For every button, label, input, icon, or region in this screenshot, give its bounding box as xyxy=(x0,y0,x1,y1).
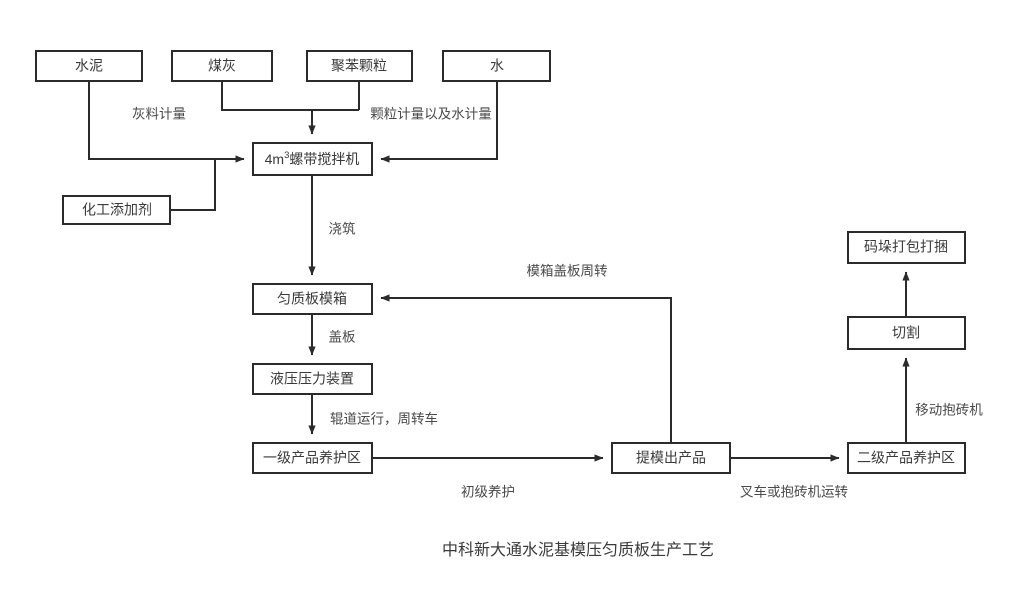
node-label-hydraulic: 液压压力装置 xyxy=(270,371,354,387)
edge-demold-to-curing2: 叉车或抱砖机运转 xyxy=(730,454,848,500)
edge-label-curing2-to-cutting: 移动抱砖机 xyxy=(915,403,983,418)
node-label-water: 水 xyxy=(490,58,504,74)
node-mold-box[interactable]: 匀质板模箱 xyxy=(252,283,373,315)
node-label-curing-2: 二级产品养护区 xyxy=(857,450,955,466)
node-cement[interactable]: 水泥 xyxy=(35,50,143,82)
node-label-demold: 提模出产品 xyxy=(636,450,706,466)
edge-label-curing1-to-demold: 初级养护 xyxy=(461,484,515,500)
edge-water-to-mixer: 颗粒计量以及水计量 xyxy=(370,81,498,163)
node-demold[interactable]: 提模出产品 xyxy=(611,442,731,474)
diagram-caption: 中科新大通水泥基模压匀质板生产工艺 xyxy=(442,541,714,559)
edge-hydraulic-to-curing1: 辊道运行，周转车 xyxy=(308,394,438,435)
node-label-curing-1: 一级产品养护区 xyxy=(263,450,361,466)
edge-label-hydraulic-to-curing1: 辊道运行，周转车 xyxy=(330,411,438,427)
edge-curing2-to-cutting: 移动抱砖机 xyxy=(902,357,983,443)
node-fly-ash[interactable]: 煤灰 xyxy=(171,50,273,82)
node-label-fly-ash: 煤灰 xyxy=(208,58,236,74)
node-label-cement: 水泥 xyxy=(75,58,103,74)
edge-cement-to-mixer: 灰料计量 xyxy=(88,81,245,163)
node-mixer[interactable]: 4m3螺带搅拌机 xyxy=(252,142,373,176)
node-label-stack-pack: 码垛打包打捆 xyxy=(864,239,948,255)
edge-label-moldbox-to-hydraulic: 盖板 xyxy=(329,330,356,345)
edge-moldbox-to-hydraulic: 盖板 xyxy=(308,314,356,356)
node-label-mixer: 4m3螺带搅拌机 xyxy=(265,150,360,167)
edge-label-cement-to-mixer: 灰料计量 xyxy=(132,107,186,122)
edge-mixer-to-moldbox: 浇筑 xyxy=(308,175,356,276)
node-label-cutting: 切割 xyxy=(892,325,920,341)
node-cutting[interactable]: 切割 xyxy=(847,316,966,350)
node-curing-2[interactable]: 二级产品养护区 xyxy=(847,442,966,474)
node-label-mixer-tail: 螺带搅拌机 xyxy=(289,151,359,167)
edge-additive-to-mixer xyxy=(170,159,216,211)
node-label-mixer-main: 4m xyxy=(265,151,284,167)
node-water[interactable]: 水 xyxy=(442,50,551,82)
node-curing-1[interactable]: 一级产品养护区 xyxy=(252,442,373,474)
node-label-mold-box: 匀质板模箱 xyxy=(277,291,347,307)
node-label-eps-granule: 聚苯颗粒 xyxy=(331,58,387,74)
edge-label-demold-to-moldbox: 模箱盖板周转 xyxy=(527,264,608,279)
node-stack-pack[interactable]: 码垛打包打捆 xyxy=(847,231,966,264)
node-hydraulic[interactable]: 液压压力装置 xyxy=(252,363,373,395)
edge-flyash-to-mixer xyxy=(221,81,312,111)
edge-label-mixer-to-moldbox: 浇筑 xyxy=(329,222,356,237)
edge-eps-to-mixer xyxy=(222,81,360,135)
edge-curing1-to-demold: 初级养护 xyxy=(372,454,604,500)
edge-label-demold-to-curing2: 叉车或抱砖机运转 xyxy=(740,484,848,500)
edge-demold-to-moldbox: 模箱盖板周转 xyxy=(380,264,672,443)
edge-label-water-to-mixer: 颗粒计量以及水计量 xyxy=(370,107,492,122)
node-chem-additive[interactable]: 化工添加剂 xyxy=(62,195,171,225)
node-eps-granule[interactable]: 聚苯颗粒 xyxy=(306,50,413,82)
node-label-chem-additive: 化工添加剂 xyxy=(82,202,152,218)
node-label-mixer-sup: 3 xyxy=(284,150,289,161)
